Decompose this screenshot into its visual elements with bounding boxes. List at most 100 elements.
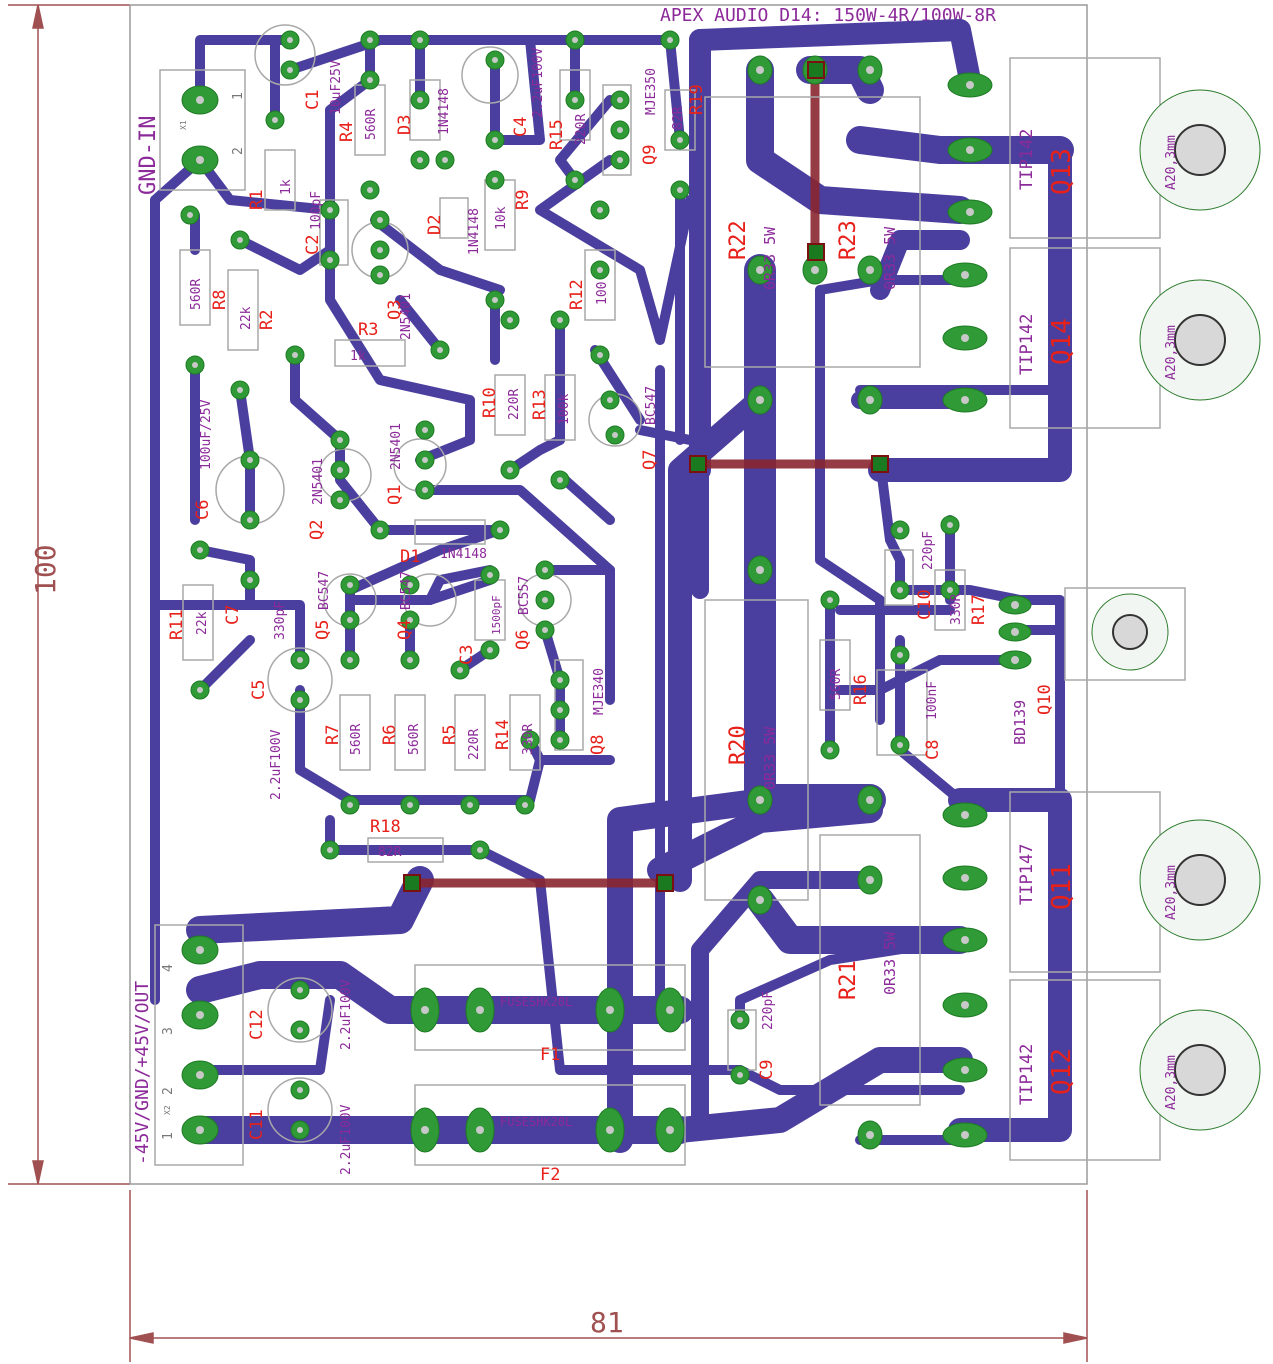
q5-name-label: Q5 — [313, 620, 333, 640]
c10-name-label: C10 — [915, 589, 935, 620]
heatsink-q12 — [1139, 1009, 1261, 1131]
r8-name-label: R8 — [210, 290, 230, 310]
pad-hole — [337, 437, 343, 443]
q4-value-label: BC547 — [399, 571, 414, 610]
q4-name-label: Q4 — [395, 620, 415, 640]
c5-value-label: 2.2uF100V — [269, 729, 284, 800]
r11-value-label: 22k — [195, 611, 210, 635]
pad-hole — [422, 457, 428, 463]
pad-hole — [297, 987, 303, 993]
r2-value-label: 22k — [239, 306, 254, 330]
q1-name-label: Q1 — [385, 485, 405, 505]
d1-value-label: 1N4148 — [440, 547, 487, 562]
pad-hole — [897, 587, 903, 593]
heatsink-q11 — [1139, 819, 1261, 941]
pad-hole — [756, 896, 764, 904]
jumper-wires — [412, 70, 880, 888]
c4-name-label: C4 — [511, 117, 531, 137]
r14-value-label: 330R — [521, 724, 536, 755]
r8-value-label: 560R — [189, 279, 204, 310]
f1-name-label: F1 — [540, 1045, 560, 1065]
pad-hole — [377, 247, 383, 253]
pad-hole — [961, 874, 969, 882]
dimension-width-label: 81 — [590, 1306, 624, 1339]
pad-hole — [961, 334, 969, 342]
pad-hole — [467, 802, 473, 808]
r6-name-label: R6 — [380, 725, 400, 745]
power-connector-ref: X2 — [163, 1105, 172, 1115]
r4-value-label: 560R — [364, 109, 379, 140]
c2-name-label: C2 — [303, 235, 323, 255]
c11-value-label: 2.2uF100V — [339, 1104, 354, 1175]
pad-hole — [487, 572, 493, 578]
pad-hole — [337, 497, 343, 503]
c7-name-label: C7 — [223, 605, 243, 625]
pad-hole — [897, 652, 903, 658]
power-pin1-label: 1 — [161, 1132, 176, 1140]
pad-hole — [606, 1126, 614, 1134]
pad-hole — [617, 157, 623, 163]
pad-hole — [966, 146, 974, 154]
r21-name-label: R21 — [836, 960, 861, 1000]
r19-value-label: 82R — [671, 106, 686, 130]
r23-value-label: 0R33 5W — [881, 226, 899, 290]
pad-hole — [866, 1131, 874, 1139]
pad-hole — [666, 1006, 674, 1014]
q9-value-label: MJE350 — [644, 68, 659, 115]
r7-name-label: R7 — [323, 725, 343, 745]
c3-value-label: 1500pF — [490, 595, 503, 635]
pad-hole — [1011, 628, 1019, 636]
power-pin2-label: 2 — [161, 1087, 176, 1095]
q8-value-label: MJE340 — [592, 668, 607, 715]
pad-hole — [417, 157, 423, 163]
q10-value-label: BD139 — [1011, 700, 1029, 745]
c2-value-label: 100pF — [309, 191, 324, 230]
pad-hole — [542, 567, 548, 573]
r14-name-label: R14 — [493, 719, 513, 750]
pad-hole — [421, 1126, 429, 1134]
c6-name-label: C6 — [193, 500, 213, 520]
pad-hole — [417, 97, 423, 103]
q7-value-label: BC547 — [644, 386, 659, 425]
pad-hole — [756, 66, 764, 74]
pad-hole — [442, 157, 448, 163]
pad-hole — [1011, 601, 1019, 609]
pad-hole — [756, 796, 764, 804]
pad-hole — [196, 1011, 204, 1019]
pad-hole — [572, 97, 578, 103]
pad-hole — [407, 657, 413, 663]
c3-name-label: C3 — [457, 645, 477, 665]
d2-name-label: D2 — [425, 215, 445, 235]
pad-hole — [477, 847, 483, 853]
pad-hole — [492, 57, 498, 63]
pad-hole — [677, 137, 683, 143]
pad-hole — [287, 37, 293, 43]
pad-hole — [866, 876, 874, 884]
r18-value-label: 82R — [378, 845, 402, 860]
pad-hole — [327, 847, 333, 853]
q8-name-label: Q8 — [588, 735, 608, 755]
pad-hole — [487, 647, 493, 653]
heatsink-label-q14: A20,3mm — [1164, 325, 1179, 380]
r18-name-label: R18 — [370, 817, 401, 837]
c6-value-label: 100uF/25V — [199, 399, 214, 470]
pad-hole — [866, 796, 874, 804]
c1-name-label: C1 — [303, 90, 323, 110]
pad-hole — [297, 657, 303, 663]
pad-hole — [756, 566, 764, 574]
r19-name-label: R19 — [687, 84, 707, 115]
r7-value-label: 560R — [349, 724, 364, 755]
heatsink-label-q13: A20,3mm — [1164, 135, 1179, 190]
pad-hole — [476, 1126, 484, 1134]
q14-name-label: Q14 — [1047, 318, 1077, 365]
pad-hole — [347, 802, 353, 808]
pad-hole — [422, 427, 428, 433]
heatsink-q14 — [1139, 279, 1261, 401]
pad-hole — [572, 37, 578, 43]
heatsinks — [1091, 89, 1261, 1131]
pad-hole — [196, 96, 204, 104]
pad-hole — [327, 257, 333, 263]
pad-hole — [572, 177, 578, 183]
r10-value-label: 220R — [507, 389, 522, 420]
